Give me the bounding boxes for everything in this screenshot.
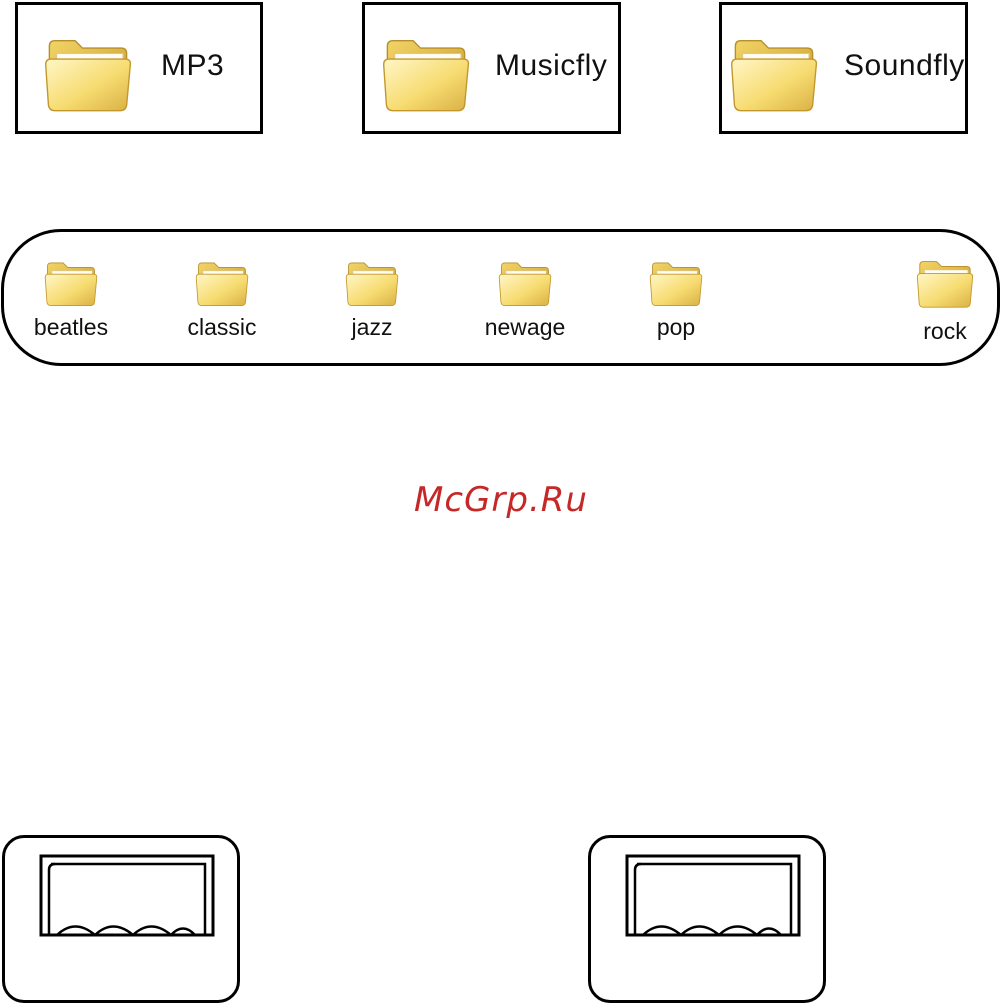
folder-icon	[43, 254, 99, 310]
subfolder-label: classic	[167, 314, 277, 341]
folder-icon	[648, 254, 704, 310]
subfolder-jazz[interactable]: jazz	[317, 254, 427, 341]
folder-icon	[728, 22, 820, 122]
folder-icon	[497, 254, 553, 310]
subfolder-label: pop	[621, 314, 731, 341]
subfolder-rock[interactable]: rock	[890, 252, 1000, 345]
folder-icon	[380, 22, 472, 122]
subfolder-beatles[interactable]: beatles	[16, 254, 126, 341]
folder-label: MP3	[161, 49, 224, 83]
subfolder-label: newage	[470, 314, 580, 341]
subfolder-classic[interactable]: classic	[167, 254, 277, 341]
subfolder-label: jazz	[317, 314, 427, 341]
folder-label: Musicfly	[495, 49, 607, 83]
folder-label: Soundfly	[844, 49, 965, 83]
folder-icon	[915, 252, 975, 312]
device-right	[588, 835, 826, 1003]
subfolder-label: beatles	[16, 314, 126, 341]
folder-icon	[344, 254, 400, 310]
device-left	[2, 835, 240, 1003]
folder-icon	[194, 254, 250, 310]
folder-soundfly[interactable]: Soundfly	[719, 2, 968, 134]
device-screen-icon	[5, 838, 243, 1006]
folder-musicfly[interactable]: Musicfly	[362, 2, 621, 134]
subfolder-newage[interactable]: newage	[470, 254, 580, 341]
watermark: McGrp.Ru	[0, 480, 1002, 520]
folder-mp3[interactable]: MP3	[15, 2, 263, 134]
subfolder-pop[interactable]: pop	[621, 254, 731, 341]
subfolder-label: rock	[890, 318, 1000, 345]
folder-icon	[42, 22, 134, 122]
device-screen-icon	[591, 838, 829, 1006]
subfolder-panel: beatles classic jazz newage pop rock	[1, 229, 1000, 366]
